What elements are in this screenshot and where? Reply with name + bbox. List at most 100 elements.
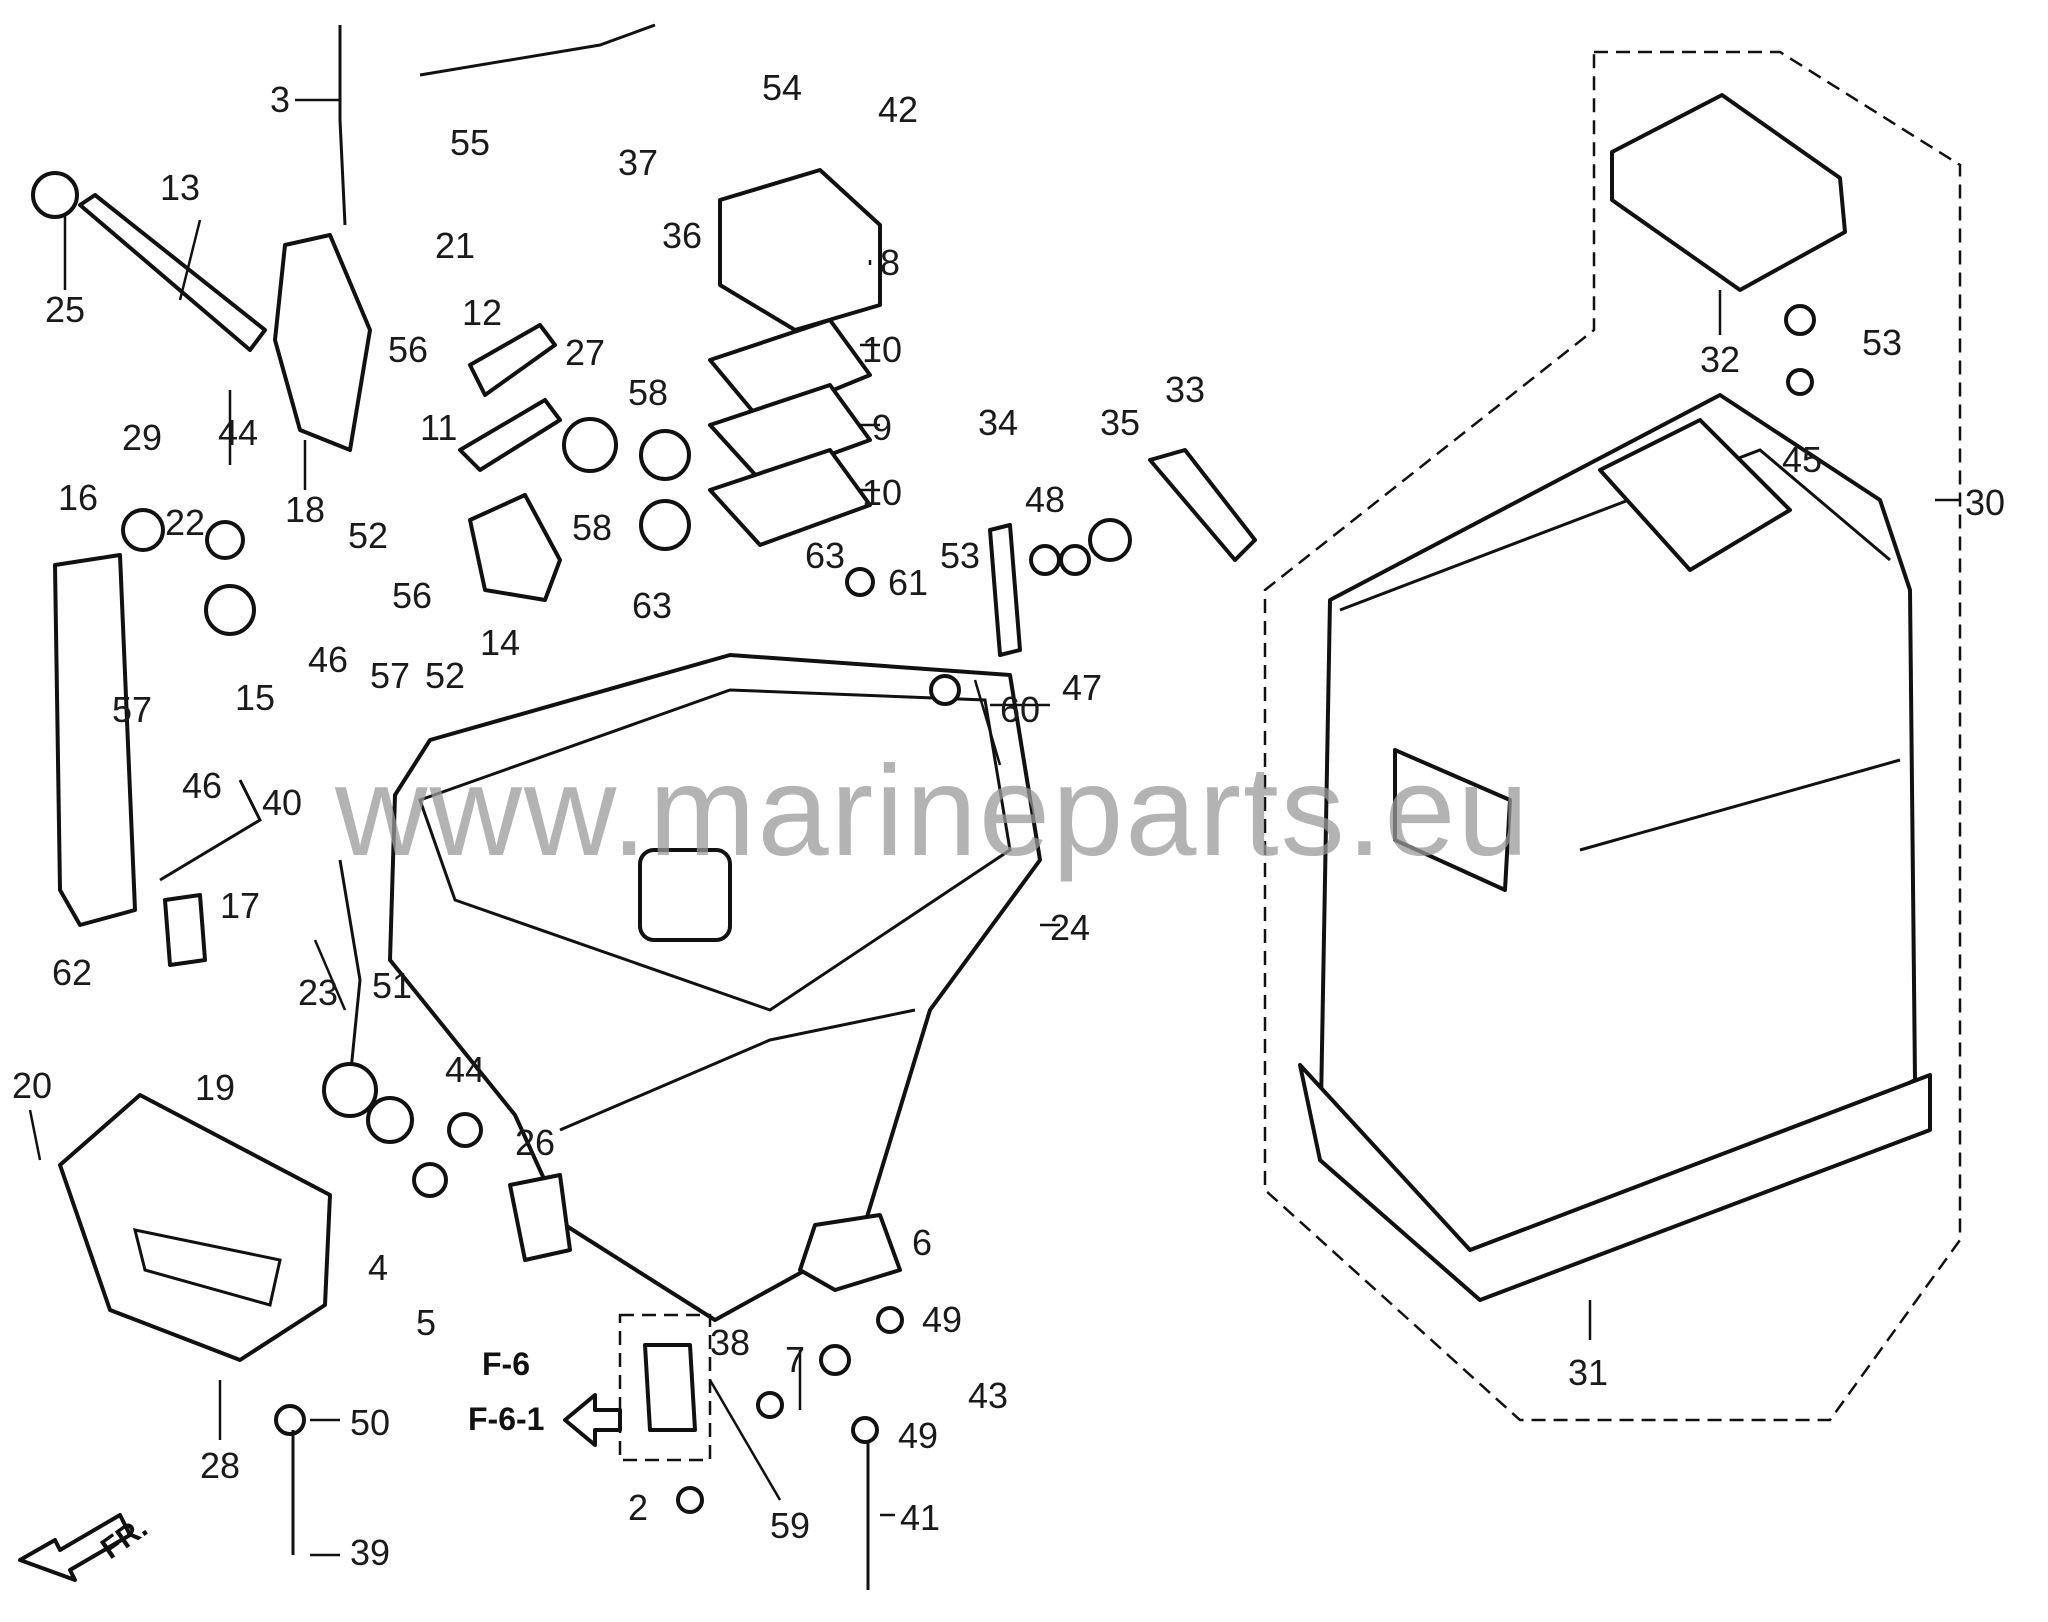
callout-24: 24 [1050, 907, 1090, 948]
callout-16: 16 [58, 477, 98, 518]
lower-cover-28 [58, 1093, 332, 1362]
grommet-5 [412, 1162, 448, 1198]
callout-45: 45 [1782, 439, 1822, 480]
knob-4 [366, 1096, 414, 1144]
cowl-seal-rubber [1298, 1063, 1932, 1302]
grommet-25 [31, 171, 79, 219]
callout-8: 8 [880, 242, 900, 283]
lower-cover-28-opening [132, 1228, 282, 1307]
callout-39: 39 [350, 1532, 390, 1573]
clip-26 [508, 1173, 572, 1262]
callout-53a: 53 [1862, 322, 1902, 363]
rod-34 [988, 523, 1022, 657]
callout-57b: 57 [112, 689, 152, 730]
plate-17 [163, 893, 207, 967]
cowl-badge-recess [1393, 748, 1512, 892]
collar-59 [756, 1391, 784, 1419]
gasket-10a [708, 318, 872, 422]
callout-53b: 53 [940, 535, 980, 576]
callout-35: 35 [1100, 402, 1140, 443]
callout-46b: 46 [182, 765, 222, 806]
callout-44b: 44 [445, 1049, 485, 1090]
callout-51: 51 [372, 965, 412, 1006]
callout-10b: 10 [862, 472, 902, 513]
callout-52a: 52 [348, 515, 388, 556]
bottom-cowl-group [388, 653, 1042, 1322]
callout-12: 12 [462, 292, 502, 333]
callout-54: 54 [762, 67, 802, 108]
rod-15 [159, 779, 262, 882]
callout-38: 38 [710, 1322, 750, 1363]
lever-12 [468, 323, 557, 397]
callout-46a: 46 [308, 639, 348, 680]
left-components [31, 23, 656, 1362]
callout-18: 18 [285, 489, 325, 530]
leader-51 [313, 939, 347, 1011]
bottom-cowl-rim [418, 688, 1012, 1012]
grommet-29 [121, 508, 165, 552]
handle-16 [53, 553, 137, 927]
callout-30: 30 [1965, 482, 2005, 523]
callout-40: 40 [262, 782, 302, 823]
plate-9 [708, 383, 872, 482]
grommet-44 [205, 520, 245, 560]
callout-48: 48 [1025, 479, 1065, 520]
callout-19: 19 [195, 1067, 235, 1108]
callout-17: 17 [220, 885, 260, 926]
callout-6: 6 [912, 1222, 932, 1263]
callout-49b: 49 [898, 1415, 938, 1456]
front-direction-label: FR. [95, 1511, 154, 1566]
callout-15: 15 [235, 677, 275, 718]
intake-cover-32 [1610, 93, 1847, 292]
front-direction-arrow [18, 1513, 132, 1582]
collar-61 [845, 567, 875, 597]
leader-lines [28, 98, 1960, 1557]
cowl-dashed-boundary [1263, 50, 1962, 1422]
callout-7: 7 [785, 1339, 805, 1380]
lever-33 [1148, 448, 1257, 562]
callout-58a: 58 [628, 372, 668, 413]
washer-48 [1029, 544, 1061, 576]
callout-10a: 10 [862, 329, 902, 370]
grommet-53 [1784, 304, 1816, 336]
bearing-58b [639, 499, 691, 551]
top-cowl-crease [1579, 758, 1901, 852]
callout-60: 60 [1000, 689, 1040, 730]
callout-43: 43 [968, 1375, 1008, 1416]
callout-14: 14 [480, 622, 520, 663]
link-rod-13 [78, 193, 267, 352]
callout-11: 11 [420, 407, 457, 448]
relay-block [643, 1343, 697, 1432]
callout-57a: 57 [370, 655, 410, 696]
callout-49a: 49 [922, 1299, 962, 1340]
bearing-27 [562, 417, 618, 473]
top-cowl-ridge [1339, 448, 1891, 612]
callout-3: 3 [270, 79, 290, 120]
watermark-text: www.marineparts.eu [334, 740, 1531, 883]
callout-25: 25 [45, 289, 85, 330]
callout-26: 26 [515, 1122, 555, 1163]
callout-13: 13 [160, 167, 200, 208]
hose-3 [338, 25, 347, 226]
callout-23: 23 [298, 972, 338, 1013]
reference-arrow [563, 1393, 622, 1447]
callout-44a: 44 [218, 412, 258, 453]
callout-4: 4 [368, 1247, 388, 1288]
callout-33: 33 [1165, 369, 1205, 410]
leader-59 [708, 1379, 782, 1501]
callout-63b: 63 [632, 585, 672, 626]
collar-35 [1088, 518, 1132, 562]
bottom-cowl-mount-boss [638, 848, 732, 942]
washer-47 [1059, 544, 1091, 576]
leader-60 [973, 679, 1002, 766]
callout-34: 34 [978, 402, 1018, 443]
collar-45 [1786, 368, 1814, 396]
callout-41: 41 [900, 1497, 940, 1538]
nut-2 [676, 1486, 704, 1514]
callout-55: 55 [450, 122, 490, 163]
reference-label-f6: F-6 [482, 1346, 530, 1382]
callout-63a: 63 [805, 535, 845, 576]
nut-50 [274, 1404, 306, 1436]
